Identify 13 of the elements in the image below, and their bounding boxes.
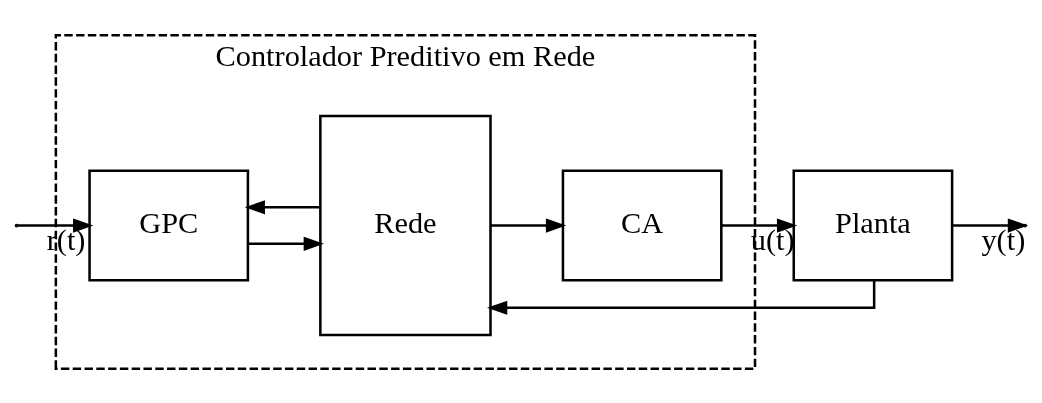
edge-label: y(t) [981, 222, 1026, 257]
arrow [244, 199, 320, 214]
arrow [248, 236, 324, 251]
node-box: Planta [792, 169, 954, 282]
arrow [721, 218, 798, 233]
node-box: CA [561, 169, 723, 282]
arrow [490, 218, 567, 233]
edge-label: u(t) [750, 222, 795, 257]
arrow [17, 218, 94, 233]
arrow [487, 279, 876, 315]
edge-label: r(t) [46, 222, 86, 257]
node-box: GPC [88, 169, 250, 282]
node-box: Rede [319, 114, 492, 336]
